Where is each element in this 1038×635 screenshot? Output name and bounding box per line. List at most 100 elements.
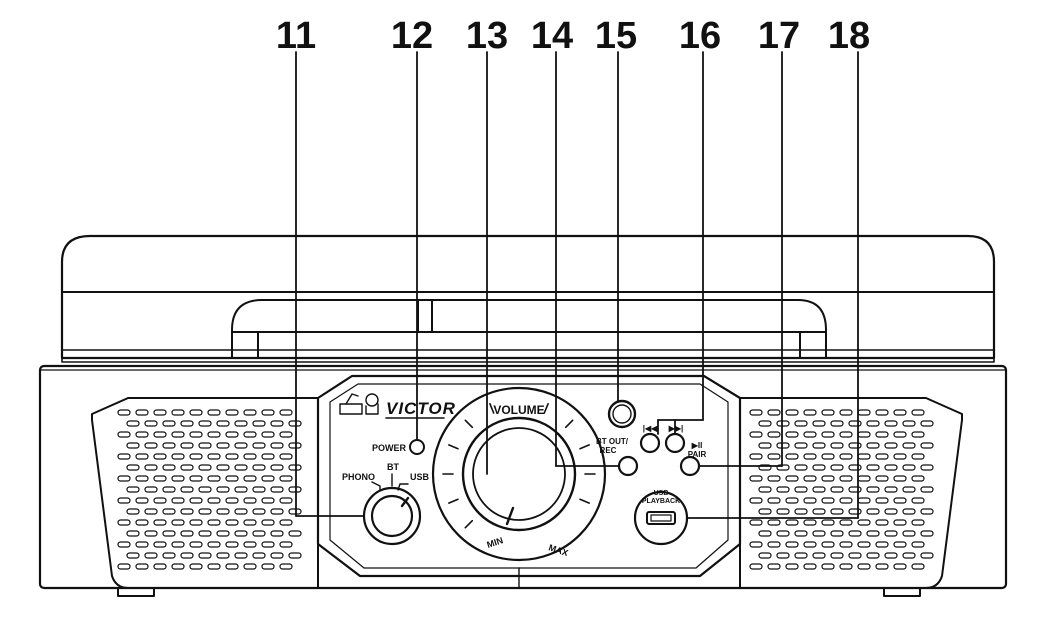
grille-slot bbox=[749, 409, 763, 416]
grille-slot bbox=[153, 409, 167, 416]
callout-numbers: 11 12 13 14 15 16 17 18 bbox=[276, 15, 870, 57]
grille-slot bbox=[803, 563, 817, 570]
grille-slot bbox=[216, 464, 230, 471]
turntable-lid bbox=[60, 234, 996, 363]
grille-slot bbox=[117, 519, 131, 526]
grille-slot bbox=[758, 464, 772, 471]
grille-slot bbox=[189, 409, 203, 416]
play-pause-pair-button[interactable] bbox=[679, 455, 701, 477]
grille-slot bbox=[830, 530, 844, 537]
grille-slot bbox=[171, 541, 185, 548]
grille-slot bbox=[144, 420, 158, 427]
grille-slot bbox=[794, 464, 808, 471]
grille-slot bbox=[234, 486, 248, 493]
grille-slot bbox=[758, 420, 772, 427]
grille-slot bbox=[785, 431, 799, 438]
grille-slot bbox=[261, 475, 275, 482]
grille-slot bbox=[749, 519, 763, 526]
grille-slot bbox=[198, 486, 212, 493]
grille-slot bbox=[252, 508, 266, 515]
grille-slot bbox=[162, 442, 176, 449]
grille-slot bbox=[189, 519, 203, 526]
volume-scale-tick bbox=[579, 498, 591, 504]
grille-slot bbox=[207, 475, 221, 482]
grille-slot bbox=[767, 453, 781, 460]
grille-slot bbox=[207, 541, 221, 548]
grille-slot bbox=[144, 442, 158, 449]
grille-slot bbox=[794, 552, 808, 559]
grille-slot bbox=[866, 508, 880, 515]
grille-slot bbox=[144, 552, 158, 559]
volume-scale-tick bbox=[464, 519, 474, 529]
grille-slot bbox=[234, 420, 248, 427]
grille-slot bbox=[198, 508, 212, 515]
grille-slot bbox=[830, 508, 844, 515]
grille-slot bbox=[180, 552, 194, 559]
grille-slot bbox=[225, 431, 239, 438]
grille-slot bbox=[144, 508, 158, 515]
grille-slot bbox=[884, 552, 898, 559]
grille-slot bbox=[198, 530, 212, 537]
grille-slot bbox=[911, 409, 925, 416]
grille-slot bbox=[162, 486, 176, 493]
grille-slot bbox=[884, 464, 898, 471]
grille-slot bbox=[144, 464, 158, 471]
volume-scale-tick bbox=[543, 402, 549, 414]
grille-slot bbox=[180, 508, 194, 515]
callout-14: 14 bbox=[531, 15, 573, 57]
grille-slot bbox=[189, 475, 203, 482]
grille-slot bbox=[180, 442, 194, 449]
control-panel bbox=[316, 374, 742, 589]
grille-slot bbox=[857, 475, 871, 482]
grille-slot bbox=[866, 464, 880, 471]
grille-slot bbox=[821, 497, 835, 504]
grille-slot bbox=[803, 497, 817, 504]
grille-slot bbox=[225, 453, 239, 460]
grille-slot bbox=[252, 530, 266, 537]
grille-slot bbox=[216, 486, 230, 493]
power-indicator bbox=[409, 439, 425, 455]
grille-slot bbox=[216, 530, 230, 537]
grille-slot bbox=[776, 508, 790, 515]
grille-slot bbox=[261, 563, 275, 570]
grille-slot bbox=[117, 541, 131, 548]
brand-logo bbox=[339, 393, 379, 415]
grille-slot bbox=[288, 530, 302, 537]
grille-slot bbox=[180, 530, 194, 537]
grille-slot bbox=[198, 464, 212, 471]
grille-slot bbox=[821, 541, 835, 548]
grille-slot bbox=[252, 442, 266, 449]
grille-slot bbox=[198, 552, 212, 559]
grille-slot bbox=[830, 552, 844, 559]
grille-slot bbox=[243, 409, 257, 416]
grille-slot bbox=[749, 453, 763, 460]
volume-knob[interactable] bbox=[431, 386, 607, 562]
grille-slot bbox=[135, 453, 149, 460]
skip-buttons[interactable] bbox=[639, 432, 686, 454]
grille-slot bbox=[812, 486, 826, 493]
grille-slot bbox=[216, 442, 230, 449]
grille-slot bbox=[875, 519, 889, 526]
bt-out-label-line1: BT OUT/ bbox=[596, 437, 629, 446]
grille-slot bbox=[830, 486, 844, 493]
grille-slot bbox=[848, 530, 862, 537]
grille-slot bbox=[261, 431, 275, 438]
grille-slot bbox=[848, 420, 862, 427]
usb-label-line2: PLAYBACK bbox=[642, 498, 680, 505]
function-selector-knob[interactable] bbox=[362, 473, 422, 546]
grille-slot bbox=[830, 420, 844, 427]
grille-slot bbox=[776, 442, 790, 449]
grille-slot bbox=[153, 563, 167, 570]
grille-slot bbox=[821, 409, 835, 416]
bt-out-rec-button[interactable] bbox=[617, 455, 639, 477]
grille-slot bbox=[135, 409, 149, 416]
grille-slot bbox=[749, 497, 763, 504]
grille-slot bbox=[162, 508, 176, 515]
grille-slot bbox=[198, 420, 212, 427]
pair-label-line2: PAIR bbox=[688, 450, 707, 459]
grille-slot bbox=[839, 475, 853, 482]
grille-slot bbox=[288, 486, 302, 493]
grille-slot bbox=[171, 431, 185, 438]
grille-slot bbox=[135, 563, 149, 570]
standby-button[interactable] bbox=[607, 399, 637, 429]
